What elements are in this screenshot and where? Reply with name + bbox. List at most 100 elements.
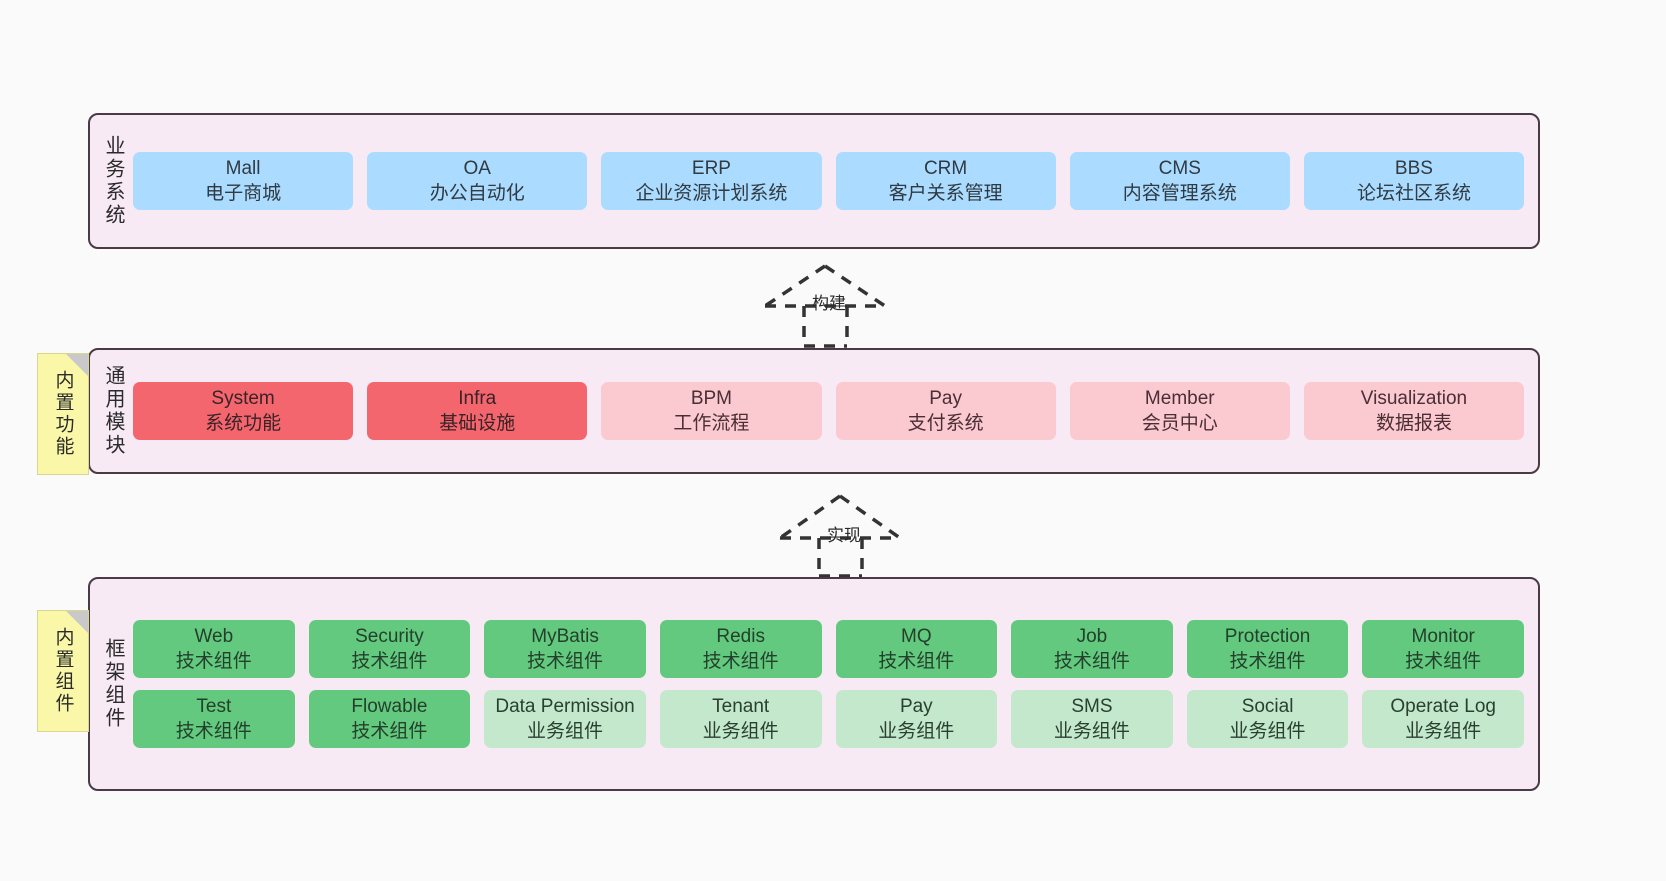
card-subtitle: 企业资源计划系统: [635, 183, 788, 204]
card-subtitle: 支付系统: [907, 413, 984, 434]
business-system-card[interactable]: CRM 客户关系管理: [835, 151, 1056, 211]
card-title: CMS: [1158, 157, 1201, 179]
framework-tech-component-card[interactable]: Monitor 技术组件: [1362, 619, 1524, 678]
framework-tech-component-card[interactable]: Web 技术组件: [133, 619, 295, 678]
card-subtitle: 技术组件: [1405, 650, 1482, 672]
card-title: Social: [1241, 696, 1294, 717]
connector-build-label: 构建: [812, 294, 846, 313]
card-title: MyBatis: [531, 625, 599, 647]
common-module-layer-title: 通用模块: [102, 365, 124, 457]
framework-component-card[interactable]: SMS 业务组件: [1011, 690, 1173, 749]
framework-component-card[interactable]: Social 业务组件: [1186, 690, 1349, 749]
card-subtitle: 办公自动化: [429, 183, 525, 204]
card-subtitle: 业务组件: [1053, 721, 1130, 743]
common-module-card[interactable]: Visualization 数据报表: [1303, 381, 1525, 441]
card-subtitle: 系统功能: [205, 413, 282, 434]
card-title: Monitor: [1411, 625, 1475, 647]
framework-component-layer-title: 框架组件: [102, 638, 124, 730]
card-title: Flowable: [351, 696, 428, 717]
card-title: MQ: [901, 625, 932, 647]
sticky-fold-corner-icon: [66, 354, 88, 376]
card-title: Pay: [899, 696, 933, 717]
card-subtitle: 内容管理系统: [1122, 183, 1237, 204]
card-subtitle: 业务组件: [527, 721, 604, 743]
card-title: System: [211, 387, 275, 409]
card-subtitle: 客户关系管理: [888, 183, 1003, 204]
framework-tech-component-card[interactable]: Job 技术组件: [1011, 619, 1173, 678]
card-subtitle: 技术组件: [878, 650, 955, 672]
connector-build: 构建: [755, 258, 905, 348]
sticky-note-builtin-features: 内置功能: [37, 353, 89, 475]
business-system-card[interactable]: Mall 电子商城: [133, 151, 354, 211]
common-module-card[interactable]: System 系统功能: [133, 381, 354, 441]
card-title: BPM: [690, 387, 733, 409]
sticky-note-builtin-components: 内置组件: [37, 610, 89, 732]
card-subtitle: 业务组件: [1405, 721, 1482, 743]
card-subtitle: 业务组件: [702, 721, 779, 743]
sticky-note-builtin-components-label: 内置组件: [52, 627, 74, 715]
card-subtitle: 论坛社区系统: [1356, 183, 1471, 204]
card-subtitle: 技术组件: [1229, 650, 1306, 672]
framework-component-card[interactable]: Pay 业务组件: [835, 690, 998, 749]
card-subtitle: 技术组件: [175, 721, 252, 743]
card-subtitle: 数据报表: [1375, 413, 1452, 434]
card-subtitle: 技术组件: [351, 721, 428, 743]
card-title: Test: [196, 696, 232, 717]
common-module-card[interactable]: Member 会员中心: [1069, 381, 1290, 441]
card-subtitle: 技术组件: [351, 650, 428, 672]
card-title: ERP: [691, 157, 731, 179]
card-subtitle: 业务组件: [878, 721, 955, 743]
card-title: Member: [1144, 387, 1215, 409]
card-title: SMS: [1071, 696, 1113, 717]
framework-tech-component-card[interactable]: Protection 技术组件: [1186, 619, 1349, 678]
common-module-card[interactable]: Pay 支付系统: [835, 381, 1056, 441]
card-title: OA: [463, 157, 491, 179]
card-subtitle: 技术组件: [702, 650, 779, 672]
card-title: Redis: [716, 625, 765, 647]
business-system-card[interactable]: OA 办公自动化: [367, 151, 588, 211]
card-title: CRM: [923, 157, 968, 179]
card-title: Data Permission: [495, 696, 635, 717]
card-subtitle: 会员中心: [1141, 413, 1218, 434]
card-subtitle: 工作流程: [673, 413, 750, 434]
card-subtitle: 技术组件: [1053, 650, 1130, 672]
framework-component-card[interactable]: Data Permission 业务组件: [484, 690, 646, 749]
business-system-layer-title: 业务系统: [102, 135, 124, 227]
card-title: Visualization: [1360, 387, 1468, 409]
framework-component-card[interactable]: Test 技术组件: [133, 690, 295, 749]
business-system-card-list: Mall 电子商城 OA 办公自动化 ERP 企业资源计划系统 CRM 客户关系管理 CMS 内容…: [133, 151, 1538, 211]
business-system-card[interactable]: CMS 内容管理系统: [1069, 151, 1290, 211]
framework-tech-component-card[interactable]: MQ 技术组件: [835, 619, 998, 678]
card-subtitle: 技术组件: [175, 650, 252, 672]
card-title: Infra: [458, 387, 497, 409]
framework-component-card[interactable]: Flowable 技术组件: [308, 690, 471, 749]
card-subtitle: 电子商城: [205, 183, 282, 204]
framework-tech-component-card[interactable]: Redis 技术组件: [659, 619, 822, 678]
card-title: Operate Log: [1390, 696, 1496, 717]
card-subtitle: 业务组件: [1229, 721, 1306, 743]
framework-component-card[interactable]: Tenant 业务组件: [659, 690, 822, 749]
common-module-card[interactable]: BPM 工作流程: [601, 381, 822, 441]
framework-component-card[interactable]: Operate Log 业务组件: [1362, 690, 1524, 749]
business-system-layer: 业务系统 Mall 电子商城 OA 办公自动化 ERP 企业资源计划系统 CRM 客户关系管理…: [88, 113, 1540, 249]
sticky-note-builtin-features-label: 内置功能: [52, 370, 74, 458]
sticky-fold-corner-icon: [66, 611, 88, 633]
card-title: Pay: [929, 387, 962, 409]
business-system-card[interactable]: ERP 企业资源计划系统: [601, 151, 822, 211]
card-title: Tenant: [712, 696, 770, 717]
card-title: Web: [194, 625, 234, 647]
connector-implement-label: 实现: [827, 526, 861, 545]
card-title: Protection: [1224, 625, 1311, 647]
card-title: Mall: [225, 157, 261, 179]
card-title: Job: [1076, 625, 1108, 647]
